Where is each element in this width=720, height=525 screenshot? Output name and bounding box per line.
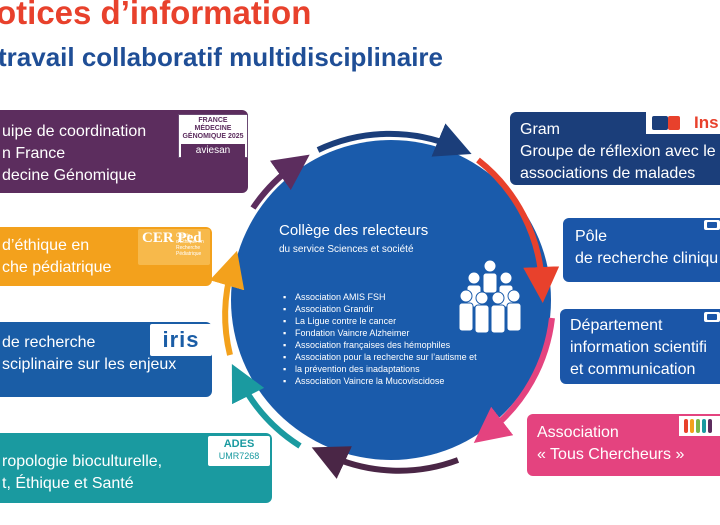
box-line: Pôle <box>575 228 608 245</box>
arrow-teal <box>231 363 302 449</box>
list-item: Association pour la recherche sur l’auti… <box>283 351 477 363</box>
logo-text: ADES <box>223 438 255 450</box>
circle-subtitle: du service Sciences et société <box>279 244 414 255</box>
france-medecine-genomique-logo: FRANCE MÉDECINE GÉNOMIQUE 2025 aviesan <box>178 114 248 158</box>
logo-text: aviesan <box>181 144 245 158</box>
cerped-logo: CER Ped Cercle d’Éthique en Recherche Pé… <box>138 229 210 265</box>
arrow-navy <box>316 123 472 157</box>
arrow-red <box>476 157 560 303</box>
logo-text: FRANCE MÉDECINE GÉNOMIQUE 2025 <box>182 117 244 140</box>
logo-text: iris <box>162 327 200 352</box>
republique-francaise-icon <box>704 220 720 230</box>
ades-logo: ADES UMR7268 <box>208 436 270 466</box>
tous-chercheurs-logo-icon <box>679 416 720 436</box>
box-line: « Tous Chercheurs » <box>537 446 685 463</box>
arrow-dark <box>311 446 460 479</box>
slide-title: otices d’information <box>0 0 312 31</box>
box-departement-information: Département information scientifi et com… <box>560 309 720 384</box>
republique-francaise-icon <box>704 312 720 322</box>
box-line: ropologie bioculturelle, <box>2 453 163 470</box>
list-item: Association AMIS FSH <box>283 291 477 303</box>
iris-logo: iris <box>150 324 212 356</box>
list-item-continued: la prévention des inadaptations <box>283 363 477 375</box>
list-item: Association françaises des hémophiles <box>283 339 477 351</box>
republique-francaise-icon <box>652 116 668 130</box>
arrow-purple <box>250 154 310 210</box>
circle-title: Collège des relecteurs <box>279 222 429 239</box>
logo-text: CER Ped <box>142 230 202 246</box>
flag-stripe-icon <box>668 116 680 130</box>
box-line: d’éthique en <box>2 237 90 254</box>
list-item: Association Vaincre la Mucoviscidose <box>283 375 477 387</box>
list-item: La Ligue contre le cancer <box>283 315 477 327</box>
arrow-blue-left <box>209 250 245 356</box>
box-line: sciplinaire sur les enjeux <box>2 356 177 373</box>
box-line: information scientifi <box>570 339 707 356</box>
inserm-logo: Ins <box>646 112 720 134</box>
box-line: decine Génomique <box>2 167 137 184</box>
list-item: Fondation Vaincre Alzheimer <box>283 327 477 339</box>
box-line: t, Éthique et Santé <box>2 475 134 492</box>
box-line: de recherche cliniqu <box>575 250 719 267</box>
logo-text: UMR7268 <box>218 451 260 461</box>
list-item: Association Grandir <box>283 303 477 315</box>
box-line: de recherche <box>2 334 96 351</box>
arrow-pink <box>473 317 555 444</box>
box-pole-recherche-clinique: Pôle de recherche cliniqu <box>563 218 720 282</box>
box-line: Groupe de réflexion avec le <box>520 143 716 160</box>
box-line: Association <box>537 424 619 441</box>
box-line: associations de malades <box>520 165 696 182</box>
box-line: che pédiatrique <box>2 259 112 276</box>
box-line: Département <box>570 317 663 334</box>
slide-subtitle: travail collaboratif multidisciplinaire <box>0 42 444 72</box>
box-line: uipe de coordination <box>2 123 147 140</box>
associations-list: Association AMIS FSH Association Grandir… <box>283 291 477 387</box>
logo-text: Cercle d’Éthique en Recherche Pédiatriqu… <box>176 233 204 257</box>
box-line: et communication <box>570 361 696 378</box>
box-line: Gram <box>520 121 560 138</box>
logo-text: Ins <box>694 113 719 132</box>
box-line: n France <box>2 145 66 162</box>
